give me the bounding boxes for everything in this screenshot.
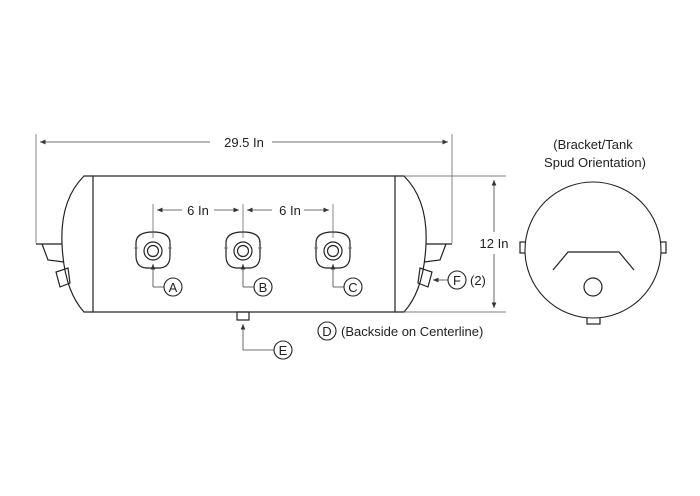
callout-f-note: (2) [470, 273, 486, 288]
left-bracket [36, 243, 71, 288]
callout-a: A [150, 264, 183, 297]
bottom-spud [236, 311, 250, 321]
right-bracket [417, 243, 452, 288]
end-view-spud [583, 277, 603, 297]
callout-e-label: E [279, 343, 288, 358]
end-view-title-line2: Spud Orientation) [544, 155, 646, 170]
diameter-dimension: 12 In [404, 175, 509, 313]
port-spacing-dimension: 6 In 6 In [152, 203, 334, 238]
port-c [314, 231, 352, 269]
end-view-title-line1: (Bracket/Tank [553, 137, 633, 152]
overall-length-label: 29.5 In [224, 135, 264, 150]
end-view: (Bracket/Tank Spud Orientation) [519, 137, 667, 325]
port-b [224, 231, 262, 269]
callout-d-label: D [322, 324, 331, 339]
callout-f-label: F [453, 273, 461, 288]
callout-c: C [330, 264, 363, 297]
callout-d-note: (Backside on Centerline) [341, 324, 483, 339]
end-view-circle [524, 181, 662, 319]
callout-e: E [240, 324, 293, 360]
port-a [134, 231, 172, 269]
callout-d: D (Backside on Centerline) [317, 321, 483, 341]
spacing-left-label: 6 In [187, 203, 209, 218]
tank-side-view [36, 175, 452, 321]
end-view-bracket [552, 251, 635, 271]
callout-a-label: A [169, 280, 178, 295]
spacing-right-label: 6 In [279, 203, 301, 218]
callout-c-label: C [348, 280, 357, 295]
callout-b: B [240, 264, 273, 297]
diameter-label: 12 In [480, 236, 509, 251]
callout-f: F (2) [433, 270, 486, 290]
callout-b-label: B [259, 280, 268, 295]
overall-length-dimension: 29.5 In [35, 134, 453, 243]
